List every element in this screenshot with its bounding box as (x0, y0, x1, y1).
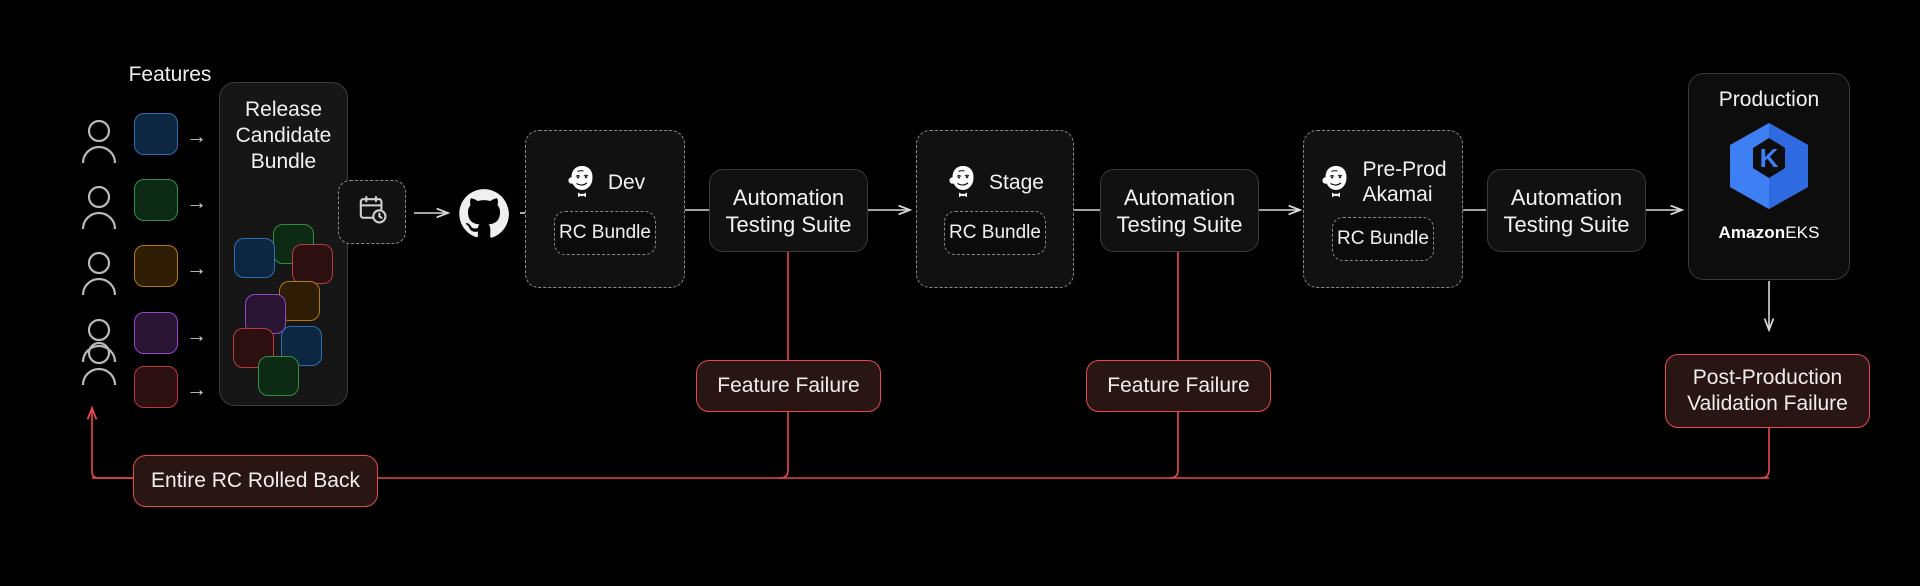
automation-testing-suite-2[interactable]: Automation Testing Suite (1100, 169, 1259, 252)
user-icon (80, 184, 118, 230)
user-icon (80, 317, 118, 363)
production-node[interactable]: Production K AmazonEKS (1688, 73, 1850, 280)
rc-bundle-artifact[interactable]: RC Bundle (1332, 217, 1434, 261)
rc-bundle-artifact[interactable]: RC Bundle (944, 211, 1046, 255)
feature-arrow-icon: → (186, 378, 207, 401)
scheduler-node[interactable] (338, 180, 406, 244)
amazon-eks-bold: Amazon (1718, 223, 1786, 242)
svg-text:K: K (1760, 143, 1779, 173)
user-icon (80, 250, 118, 296)
environment-name: Stage (989, 170, 1044, 194)
automation-testing-suite-1[interactable]: Automation Testing Suite (709, 169, 868, 252)
rc-bundle-artifact-label: RC Bundle (949, 222, 1041, 243)
jenkins-icon (565, 163, 599, 201)
environment-name: Dev (607, 170, 646, 194)
feature-chip-blue[interactable] (134, 113, 178, 155)
release-candidate-bundle-title: Release Candidate Bundle (235, 98, 332, 173)
bundled-chip-purple (245, 294, 286, 334)
failure-box-feature-failure-1[interactable]: Feature Failure (696, 360, 881, 412)
features-heading: Features (128, 63, 212, 86)
calendar-clock-icon (356, 193, 389, 231)
user-icon (80, 340, 118, 386)
rc-bundle-artifact-label: RC Bundle (559, 222, 651, 243)
user-icon (80, 118, 118, 164)
production-title: Production (1718, 88, 1820, 111)
bundled-chip-green2 (258, 356, 299, 396)
bundled-chip-darkred (292, 244, 333, 284)
jenkins-icon (1319, 163, 1353, 201)
feature-arrow-icon: → (186, 257, 207, 280)
feature-chip-red[interactable] (134, 366, 178, 408)
environment-node-pre-prod[interactable]: Pre-Prod Akamai RC Bundle (1303, 130, 1463, 288)
environment-header: Stage (946, 163, 1044, 201)
bundled-chip-blue (234, 238, 275, 278)
environment-node-dev[interactable]: Dev RC Bundle (525, 130, 685, 288)
amazon-eks-wordmark: AmazonEKS (1718, 223, 1819, 243)
feature-chip-green[interactable] (134, 179, 178, 221)
automation-testing-suite-3[interactable]: Automation Testing Suite (1487, 169, 1646, 252)
feature-chip-orange[interactable] (134, 245, 178, 287)
feature-arrow-icon: → (186, 324, 207, 347)
amazon-eks-icon: K (1723, 118, 1815, 219)
amazon-eks-light: EKS (1785, 223, 1820, 242)
rc-bundle-artifact-label: RC Bundle (1337, 228, 1429, 249)
feature-arrow-icon: → (186, 125, 207, 148)
environment-node-stage[interactable]: Stage RC Bundle (916, 130, 1074, 288)
rollback-box[interactable]: Entire RC Rolled Back (133, 455, 378, 507)
feature-arrow-icon: → (186, 191, 207, 214)
feature-chip-purple[interactable] (134, 312, 178, 354)
jenkins-icon (946, 163, 980, 201)
release-candidate-bundle[interactable]: Release Candidate Bundle (219, 82, 348, 406)
environment-header: Dev (565, 163, 645, 201)
rc-bundle-artifact[interactable]: RC Bundle (554, 211, 656, 255)
github-icon[interactable] (458, 188, 510, 240)
environment-name: Pre-Prod Akamai (1362, 158, 1447, 206)
environment-header: Pre-Prod Akamai (1319, 157, 1447, 207)
failure-box-post-production-validation-failure[interactable]: Post-Production Validation Failure (1665, 354, 1870, 428)
failure-box-feature-failure-2[interactable]: Feature Failure (1086, 360, 1271, 412)
